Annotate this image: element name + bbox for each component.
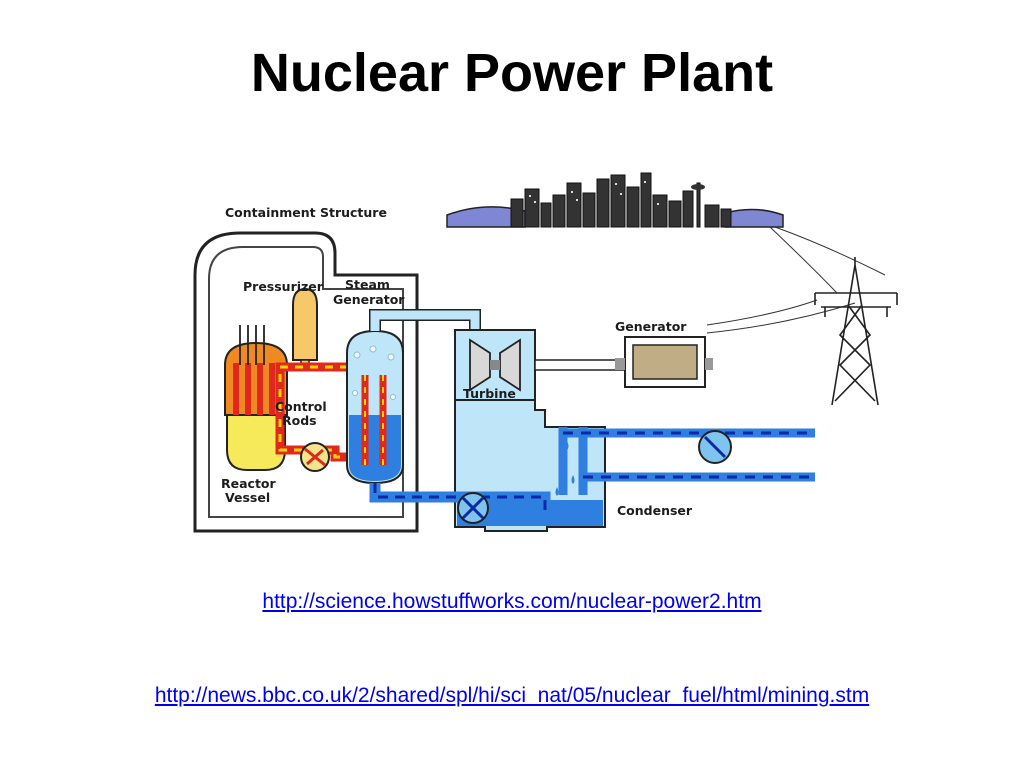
transmission-tower <box>814 257 898 406</box>
label-condenser: Condenser <box>617 503 693 518</box>
source-link-howstuffworks[interactable]: http://science.howstuffworks.com/nuclear… <box>262 590 762 613</box>
steam-pipe <box>369 309 481 333</box>
label-turbine: Turbine <box>463 386 516 401</box>
reactor-vessel <box>224 325 288 471</box>
feedwater-pump <box>457 492 489 524</box>
power-lines <box>706 226 886 334</box>
label-containment-structure: Containment Structure <box>225 205 387 220</box>
label-steam-generator-1: Steam <box>345 277 390 292</box>
cooling-water-loop <box>558 427 815 495</box>
label-pressurizer: Pressurizer <box>243 279 324 294</box>
turbine-shaft <box>534 359 626 371</box>
pressurizer <box>292 287 318 369</box>
city-skyline <box>446 172 784 228</box>
label-control-rods-1: Control <box>275 399 327 414</box>
generator <box>615 336 713 388</box>
slide-title: Nuclear Power Plant <box>250 43 774 103</box>
reactor-coolant-pump <box>300 442 330 472</box>
cooling-water-pump <box>698 430 732 464</box>
source-link-bbc[interactable]: http://news.bbc.co.uk/2/shared/spl/hi/sc… <box>154 684 870 707</box>
nuclear-plant-diagram: Containment Structure Pressurizer Steam … <box>185 165 925 550</box>
label-generator: Generator <box>615 319 687 334</box>
label-control-rods-2: Rods <box>282 413 317 428</box>
steam-generator <box>346 329 404 485</box>
label-reactor-vessel-1: Reactor <box>221 476 277 491</box>
label-steam-generator-2: Generator <box>333 292 405 307</box>
label-reactor-vessel-2: Vessel <box>225 490 270 505</box>
feedwater-line <box>369 483 551 510</box>
